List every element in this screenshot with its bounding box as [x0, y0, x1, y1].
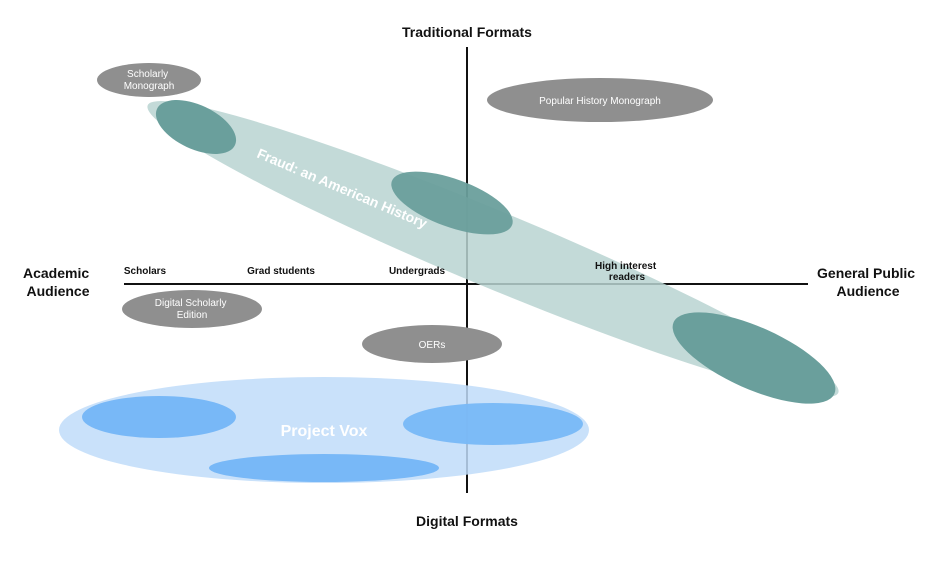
- axis-title-line: General Public: [817, 265, 915, 281]
- format-pill: [97, 63, 201, 97]
- svg-text:Scholarly Monograph: Scholarly Monograph: [124, 69, 175, 92]
- axis-title-left: Academic Audience: [23, 265, 93, 299]
- vox-node-right: [403, 403, 583, 445]
- format-label-line: Edition: [177, 310, 208, 321]
- format-label-line: Monograph: [124, 81, 175, 92]
- format-oers: OERs: [362, 325, 502, 363]
- fraud-range-ellipse: [147, 101, 839, 397]
- project-vox: Project Vox: [59, 377, 589, 483]
- fraud-node-undergrads: [391, 171, 513, 235]
- tick-label: Undergrads: [389, 266, 446, 277]
- svg-text:Digital Scholarly Editio: Digital Scholarly Edition: [155, 298, 229, 321]
- axis-title-line: Audience: [26, 283, 89, 299]
- format-pill: [362, 325, 502, 363]
- axis-title-bottom: Digital Formats: [416, 513, 518, 529]
- format-popular-history-monograph: Popular History Monograph: [487, 78, 713, 122]
- svg-text:Popular History Monograph: Popular History Monograph: [539, 96, 661, 107]
- tick-scholars: Scholars: [124, 266, 167, 277]
- vox-label: Project Vox: [281, 423, 368, 440]
- format-label-line: OERs: [419, 340, 446, 351]
- format-pill: [487, 78, 713, 122]
- format-digital-scholarly-edition: Digital Scholarly Edition: [122, 290, 262, 328]
- format-label-line: Scholarly: [127, 69, 168, 80]
- tick-undergrads: Undergrads: [389, 266, 446, 277]
- format-label-line: Digital Scholarly: [155, 298, 227, 309]
- axis-title-top: Traditional Formats: [402, 24, 532, 40]
- axis-title-line: Academic: [23, 265, 89, 281]
- tick-label: Scholars: [124, 266, 167, 277]
- project-fraud: Fraud: an American History: [147, 100, 839, 404]
- axis-title-line: Audience: [836, 283, 899, 299]
- format-label-line: Popular History Monograph: [539, 96, 661, 107]
- fraud-node-public: [672, 312, 836, 404]
- vox-node-left: [82, 396, 236, 438]
- axis-title-right: General Public Audience: [817, 265, 919, 299]
- tick-label: Grad students: [247, 266, 315, 277]
- format-scholarly-monograph: Scholarly Monograph: [97, 63, 201, 97]
- vox-node-bottom: [209, 454, 439, 482]
- fraud-node-scholars: [155, 100, 237, 154]
- tick-grad-students: Grad students: [247, 266, 315, 277]
- format-pill: [122, 290, 262, 328]
- tick-high-interest-readers: High interest readers: [595, 261, 659, 283]
- svg-text:OERs: OERs: [419, 340, 446, 351]
- tick-label: readers: [609, 272, 646, 283]
- tick-label: High interest: [595, 261, 657, 272]
